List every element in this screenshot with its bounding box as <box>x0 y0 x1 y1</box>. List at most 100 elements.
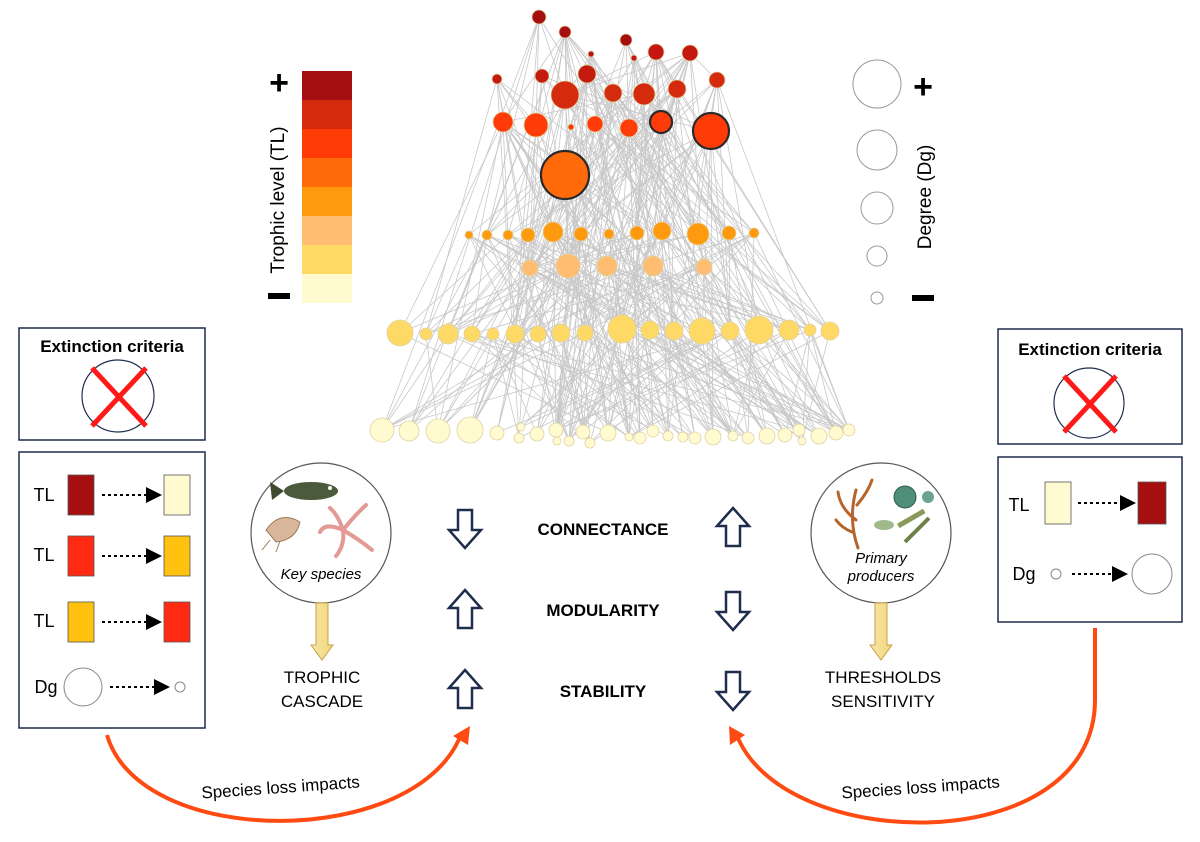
food-web-link <box>492 333 538 435</box>
food-web-node <box>563 435 575 447</box>
food-web-node <box>491 73 503 85</box>
amphipod-icon <box>261 517 301 553</box>
food-web-link <box>652 265 811 331</box>
food-web-node <box>552 436 562 446</box>
food-web-link <box>381 265 654 431</box>
food-web-node <box>688 431 702 445</box>
metric-stability: STABILITY <box>560 682 647 701</box>
food-web-node <box>464 230 474 240</box>
metric-down-arrow-icon <box>714 670 752 712</box>
food-web-link <box>652 121 662 267</box>
food-web-link <box>468 234 734 437</box>
food-web-link <box>612 92 699 235</box>
food-web-link <box>582 330 703 433</box>
food-web-node <box>555 253 581 279</box>
food-web-link <box>643 93 651 331</box>
food-web-link <box>580 233 609 434</box>
food-web-node <box>708 71 726 89</box>
rule-4-label: Dg <box>34 677 57 697</box>
food-web-node <box>398 420 420 442</box>
food-web-link <box>437 130 712 432</box>
metric-down-arrow-icon <box>446 508 484 550</box>
rule-3-from-swatch <box>67 601 95 643</box>
food-web-link <box>529 267 696 439</box>
left-impact-label: Species loss impacts <box>201 773 361 803</box>
food-web-link <box>527 79 718 236</box>
food-web-link <box>584 73 588 334</box>
food-web-node <box>647 43 665 61</box>
left-impact-arrow <box>105 731 464 823</box>
food-web-node <box>548 422 564 438</box>
food-web-node <box>677 431 689 443</box>
degree-legend-minus <box>912 295 934 301</box>
food-web-link <box>697 233 831 332</box>
food-web-link <box>408 92 614 432</box>
food-web-node <box>558 25 572 39</box>
food-web-link <box>673 330 696 439</box>
key-species-label: Key species <box>281 566 362 583</box>
food-web-node <box>486 327 500 341</box>
rule-1-to-swatch <box>163 474 191 516</box>
food-web-link <box>628 329 790 438</box>
food-web-link <box>447 333 800 431</box>
food-web-link <box>537 333 570 442</box>
food-web-node <box>505 324 525 344</box>
food-web-node <box>567 123 575 131</box>
trophic-cascade-line2: CASCADE <box>281 692 363 711</box>
food-web-link <box>471 333 591 444</box>
food-web-node <box>741 431 755 445</box>
food-web-link <box>560 332 850 431</box>
food-web-link <box>468 52 691 236</box>
food-web-link <box>555 127 630 431</box>
food-web-link <box>568 232 755 442</box>
tl-scale-step <box>302 245 352 274</box>
metric-up-arrow-icon <box>446 588 484 630</box>
food-web-node <box>437 323 459 345</box>
food-web-node <box>587 50 595 58</box>
trophic-level-legend-title: Trophic level (TL) <box>268 126 289 273</box>
primary-producers-group: Primary producers THRESHOLDS SENSITIVITY <box>810 462 952 711</box>
food-web-link <box>556 265 569 442</box>
food-web-node <box>425 418 451 444</box>
right-impact-label: Species loss impacts <box>841 773 1001 803</box>
food-web-node <box>810 427 828 445</box>
food-web-node <box>633 431 647 445</box>
food-web-link <box>649 329 654 432</box>
starfish-icon <box>318 503 374 558</box>
food-web-node <box>419 327 433 341</box>
food-web-link <box>649 329 734 437</box>
extinction-cross-icon <box>1053 367 1125 439</box>
food-web-node <box>531 9 547 25</box>
food-web-node <box>386 319 414 347</box>
food-web-link <box>399 232 638 334</box>
degree-circle-s <box>866 245 888 267</box>
food-web-link <box>520 266 705 428</box>
food-web-link <box>606 265 630 438</box>
food-web-link <box>555 332 586 431</box>
food-web-link <box>584 332 684 438</box>
food-web-link <box>716 79 850 431</box>
food-web-node <box>489 425 505 441</box>
food-web-node <box>686 222 710 246</box>
food-web-link <box>589 329 760 444</box>
right-extinction-panel: Extinction criteria TL Dg <box>997 328 1183 623</box>
food-web-link <box>594 123 755 234</box>
food-web-link <box>625 39 820 437</box>
food-web-link <box>381 234 488 431</box>
food-web-node <box>516 422 526 432</box>
food-web-link <box>589 330 703 444</box>
food-web-node <box>463 325 481 343</box>
tl-scale-step <box>302 216 352 245</box>
food-web-node <box>539 149 591 201</box>
food-web-link <box>492 333 520 439</box>
diatom-icon <box>874 485 934 544</box>
right-criteria-title: Extinction criteria <box>1018 340 1162 359</box>
degree-legend: + Degree (Dg) <box>852 59 936 305</box>
food-web-link <box>381 333 449 431</box>
food-web-node <box>520 227 536 243</box>
food-web-node <box>521 259 539 277</box>
trophic-level-color-scale <box>302 71 352 303</box>
food-web-link <box>582 130 712 433</box>
food-web-link <box>507 88 678 236</box>
food-web-link <box>621 328 696 439</box>
